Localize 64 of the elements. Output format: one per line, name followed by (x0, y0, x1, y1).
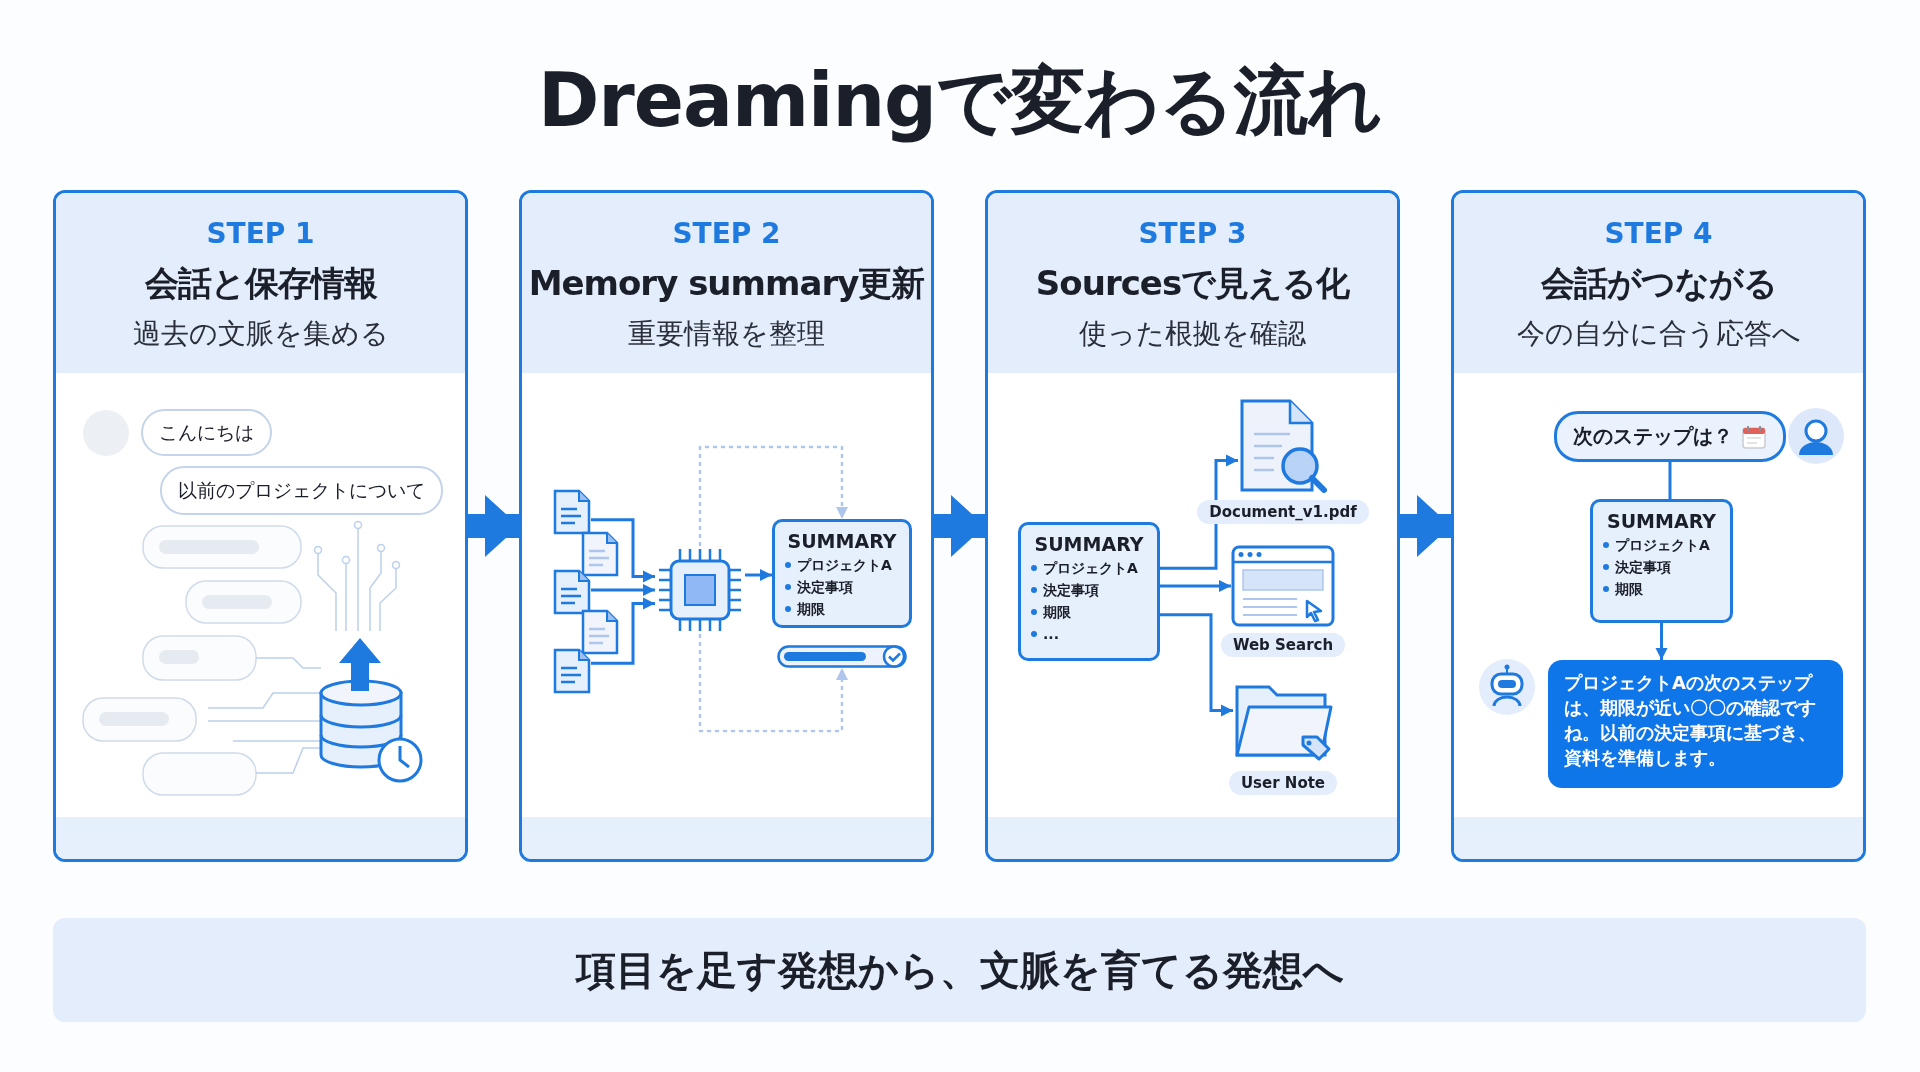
summary-card (1590, 499, 1733, 623)
source-label: Document_v1.pdf (1197, 500, 1369, 524)
document-icon (553, 569, 591, 615)
document-icon (553, 489, 591, 535)
step-card (519, 190, 934, 862)
step-card (53, 190, 468, 862)
arrow (591, 518, 655, 583)
summary-card (772, 519, 912, 628)
speech-bubble (160, 466, 443, 515)
dotted-arrow (698, 445, 848, 547)
step-title: 会話と保存情報 (143, 262, 378, 305)
dotted-arrow (698, 633, 848, 733)
arrow (1160, 454, 1238, 570)
step-title: 会話がつながる (1539, 262, 1778, 305)
bubble-text: 次のステップは？ (1573, 423, 1733, 450)
source-label: User Note (1228, 771, 1338, 795)
step-number: STEP 4 (1603, 217, 1714, 250)
speech-bubble (1554, 411, 1786, 462)
step-subtitle: 重要情報を整理 (627, 316, 826, 352)
step-number: STEP 2 (671, 217, 782, 250)
banner-text: 項目を足す発想から、文脈を育てる発想へ (575, 945, 1344, 995)
answer-bubble: プロジェクトAの次のステップは、期限が近い〇〇の確認ですね。以前の決定事項に基づき、資料を準備します。 (1548, 660, 1843, 788)
list-item: プロジェクトA (1615, 536, 1710, 555)
arrow (1160, 580, 1231, 592)
arrow (1655, 623, 1668, 660)
step-number: STEP 1 (205, 217, 316, 250)
document-icon (581, 531, 619, 577)
progress-bar (777, 645, 907, 668)
connector-line (1668, 462, 1672, 499)
list-item: 期限 (1043, 603, 1071, 622)
step-title: Sourcesで見える化 (1034, 262, 1351, 305)
list-item: 決定事項 (797, 578, 853, 597)
bubble-text: こんにちは (159, 419, 254, 445)
list-item: 期限 (797, 600, 825, 619)
document-icon (581, 609, 619, 655)
source-label: Web Search (1220, 633, 1346, 657)
step-card (1451, 190, 1866, 862)
block-arrow (468, 495, 519, 557)
arrow (745, 569, 772, 581)
list-item: ... (1043, 625, 1059, 644)
block-arrow (934, 495, 985, 557)
title: Dreamingで変わる流れ (536, 56, 1384, 145)
list-item: 期限 (1615, 580, 1643, 599)
summary-heading: SUMMARY (786, 530, 898, 552)
step-number: STEP 3 (1137, 217, 1248, 250)
summary-heading: SUMMARY (1606, 510, 1717, 532)
document-icon (553, 648, 591, 694)
step-subtitle: 使った根拠を確認 (1078, 316, 1307, 352)
block-arrow (1400, 495, 1451, 557)
summary-heading: SUMMARY (1033, 533, 1145, 555)
step-subtitle: 今の自分に合う応答へ (1515, 316, 1802, 352)
step-subtitle: 過去の文脈を集める (131, 316, 390, 352)
summary-card (1018, 522, 1160, 661)
bubble-text: 以前のプロジェクトについて (178, 477, 425, 503)
list-item: 決定事項 (1615, 558, 1671, 577)
arrow (591, 597, 655, 665)
step-title: Memory summary更新 (527, 262, 926, 305)
step-card (985, 190, 1400, 862)
arrow (1160, 613, 1233, 717)
arrow (591, 584, 655, 596)
list-item: プロジェクトA (1043, 559, 1138, 578)
list-item: プロジェクトA (797, 556, 892, 575)
speech-bubble (141, 409, 272, 456)
list-item: 決定事項 (1043, 581, 1099, 600)
